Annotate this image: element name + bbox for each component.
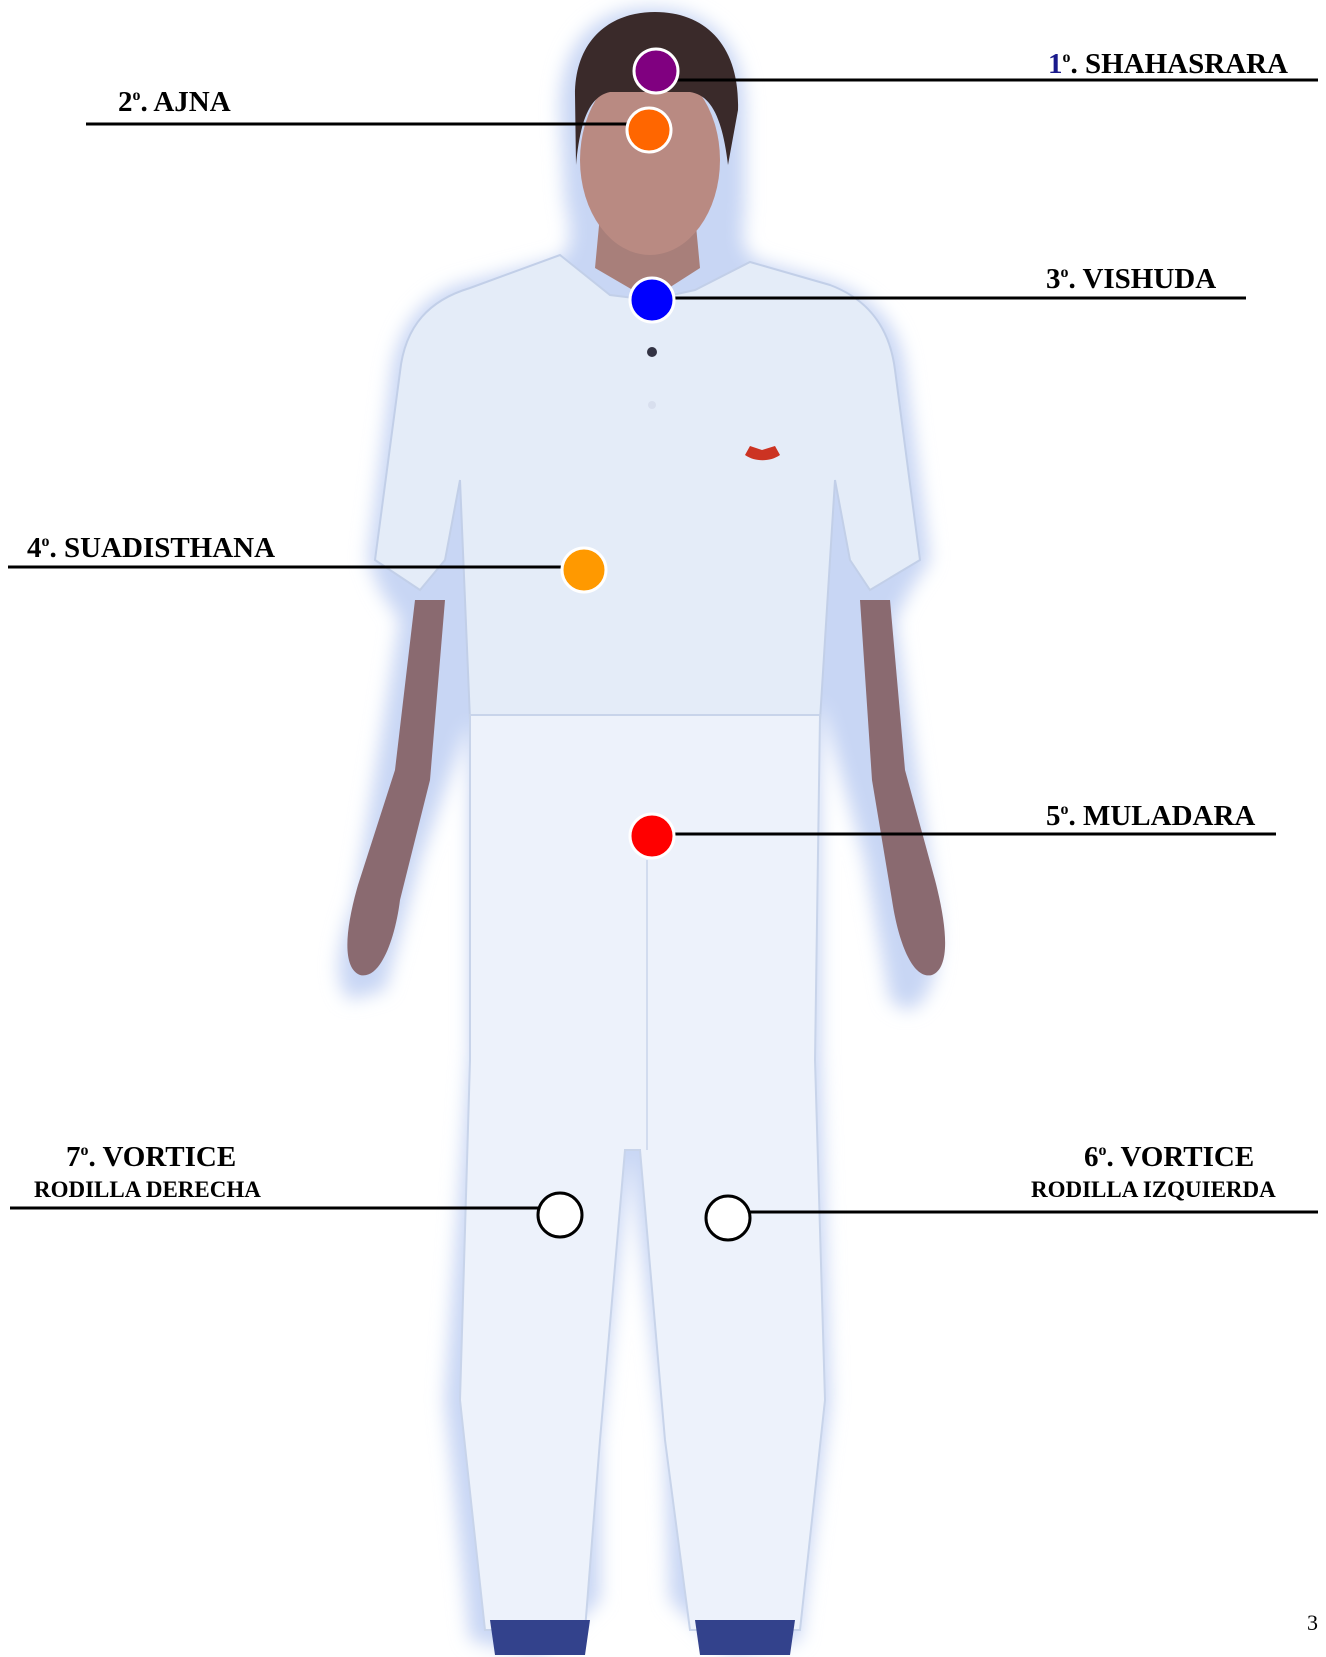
label-ajna: 2o. AJNA: [118, 88, 231, 117]
label-vishuda: 3o. VISHUDA: [1046, 265, 1216, 294]
label-vishuda-number: 3: [1046, 263, 1061, 295]
label-vortice7-sub: RODILLA DERECHA: [34, 1178, 261, 1201]
label-vortice6-number: 6: [1084, 1141, 1099, 1173]
shirt-button: [648, 401, 656, 409]
label-muladara-name: . MULADARA: [1068, 800, 1255, 832]
label-shahasrara-number: 1: [1048, 48, 1063, 80]
label-shahasrara-name: . SHAHASRARA: [1070, 48, 1288, 80]
label-ajna-name: . AJNA: [140, 86, 230, 118]
vortice-left-knee-marker: [706, 1196, 750, 1240]
shirt-button: [647, 347, 657, 357]
label-vortice6-name: . VORTICE: [1106, 1141, 1254, 1173]
label-vortice7: 7o. VORTICE: [66, 1143, 236, 1172]
label-vishuda-name: . VISHUDA: [1068, 263, 1216, 295]
label-vortice7-number: 7: [66, 1141, 81, 1173]
label-suadisthana-number: 4: [27, 532, 42, 564]
label-suadisthana-name: . SUADISTHANA: [49, 532, 275, 564]
chakra-shahasrara-marker: [634, 49, 678, 93]
chakra-vishuda-marker: [630, 278, 674, 322]
label-ajna-number: 2: [118, 86, 133, 118]
chakra-ajna-marker: [627, 108, 671, 152]
label-muladara: 5o. MULADARA: [1046, 802, 1255, 831]
label-vortice6-sub: RODILLA IZQUIERDA: [1031, 1178, 1276, 1201]
vortice-right-knee-marker: [538, 1193, 582, 1237]
chakra-suadisthana-marker: [562, 548, 606, 592]
page-number: 3: [1307, 1610, 1318, 1636]
label-suadisthana: 4o. SUADISTHANA: [27, 534, 275, 563]
right-shoe: [695, 1620, 795, 1655]
label-shahasrara: 1o. SHAHASRARA: [1048, 50, 1288, 79]
label-muladara-number: 5: [1046, 800, 1061, 832]
label-vortice6: 6o. VORTICE: [1084, 1143, 1254, 1172]
label-vortice7-name: . VORTICE: [88, 1141, 236, 1173]
chakra-muladara-marker: [630, 814, 674, 858]
left-shoe: [490, 1620, 590, 1655]
